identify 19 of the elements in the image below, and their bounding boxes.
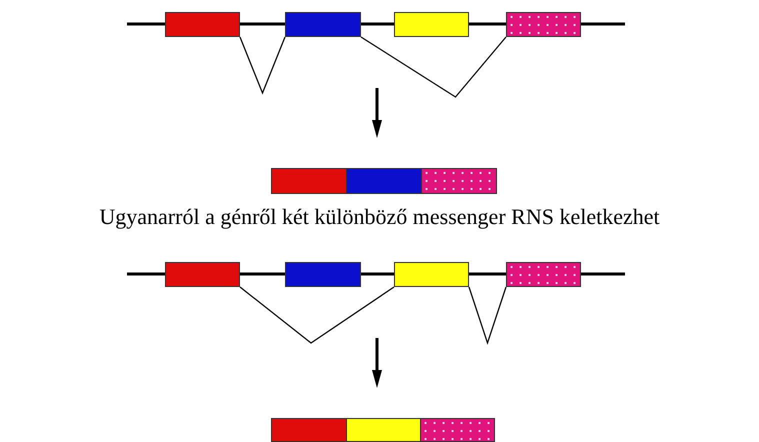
mrna-segment bbox=[346, 168, 422, 194]
caption-text: Ugyanarról a génről két különböző messenger RNS keletkezhet bbox=[98, 204, 661, 230]
mrna-segment bbox=[271, 168, 347, 194]
splice-line bbox=[468, 286, 507, 345]
exon-block bbox=[165, 12, 240, 37]
splice-line bbox=[360, 36, 506, 98]
mrna-segment bbox=[346, 418, 421, 442]
exon-block bbox=[285, 12, 361, 37]
exon-block bbox=[165, 262, 240, 287]
splice-line bbox=[240, 286, 394, 344]
exon-block bbox=[394, 12, 469, 37]
exon-block bbox=[506, 12, 581, 37]
exon-block bbox=[285, 262, 361, 287]
exon-block bbox=[506, 262, 581, 287]
mrna-segment bbox=[271, 418, 347, 442]
mrna-segment bbox=[420, 418, 495, 442]
exon-block bbox=[394, 262, 469, 287]
mrna-segment bbox=[421, 168, 497, 194]
splice-line bbox=[239, 36, 286, 95]
